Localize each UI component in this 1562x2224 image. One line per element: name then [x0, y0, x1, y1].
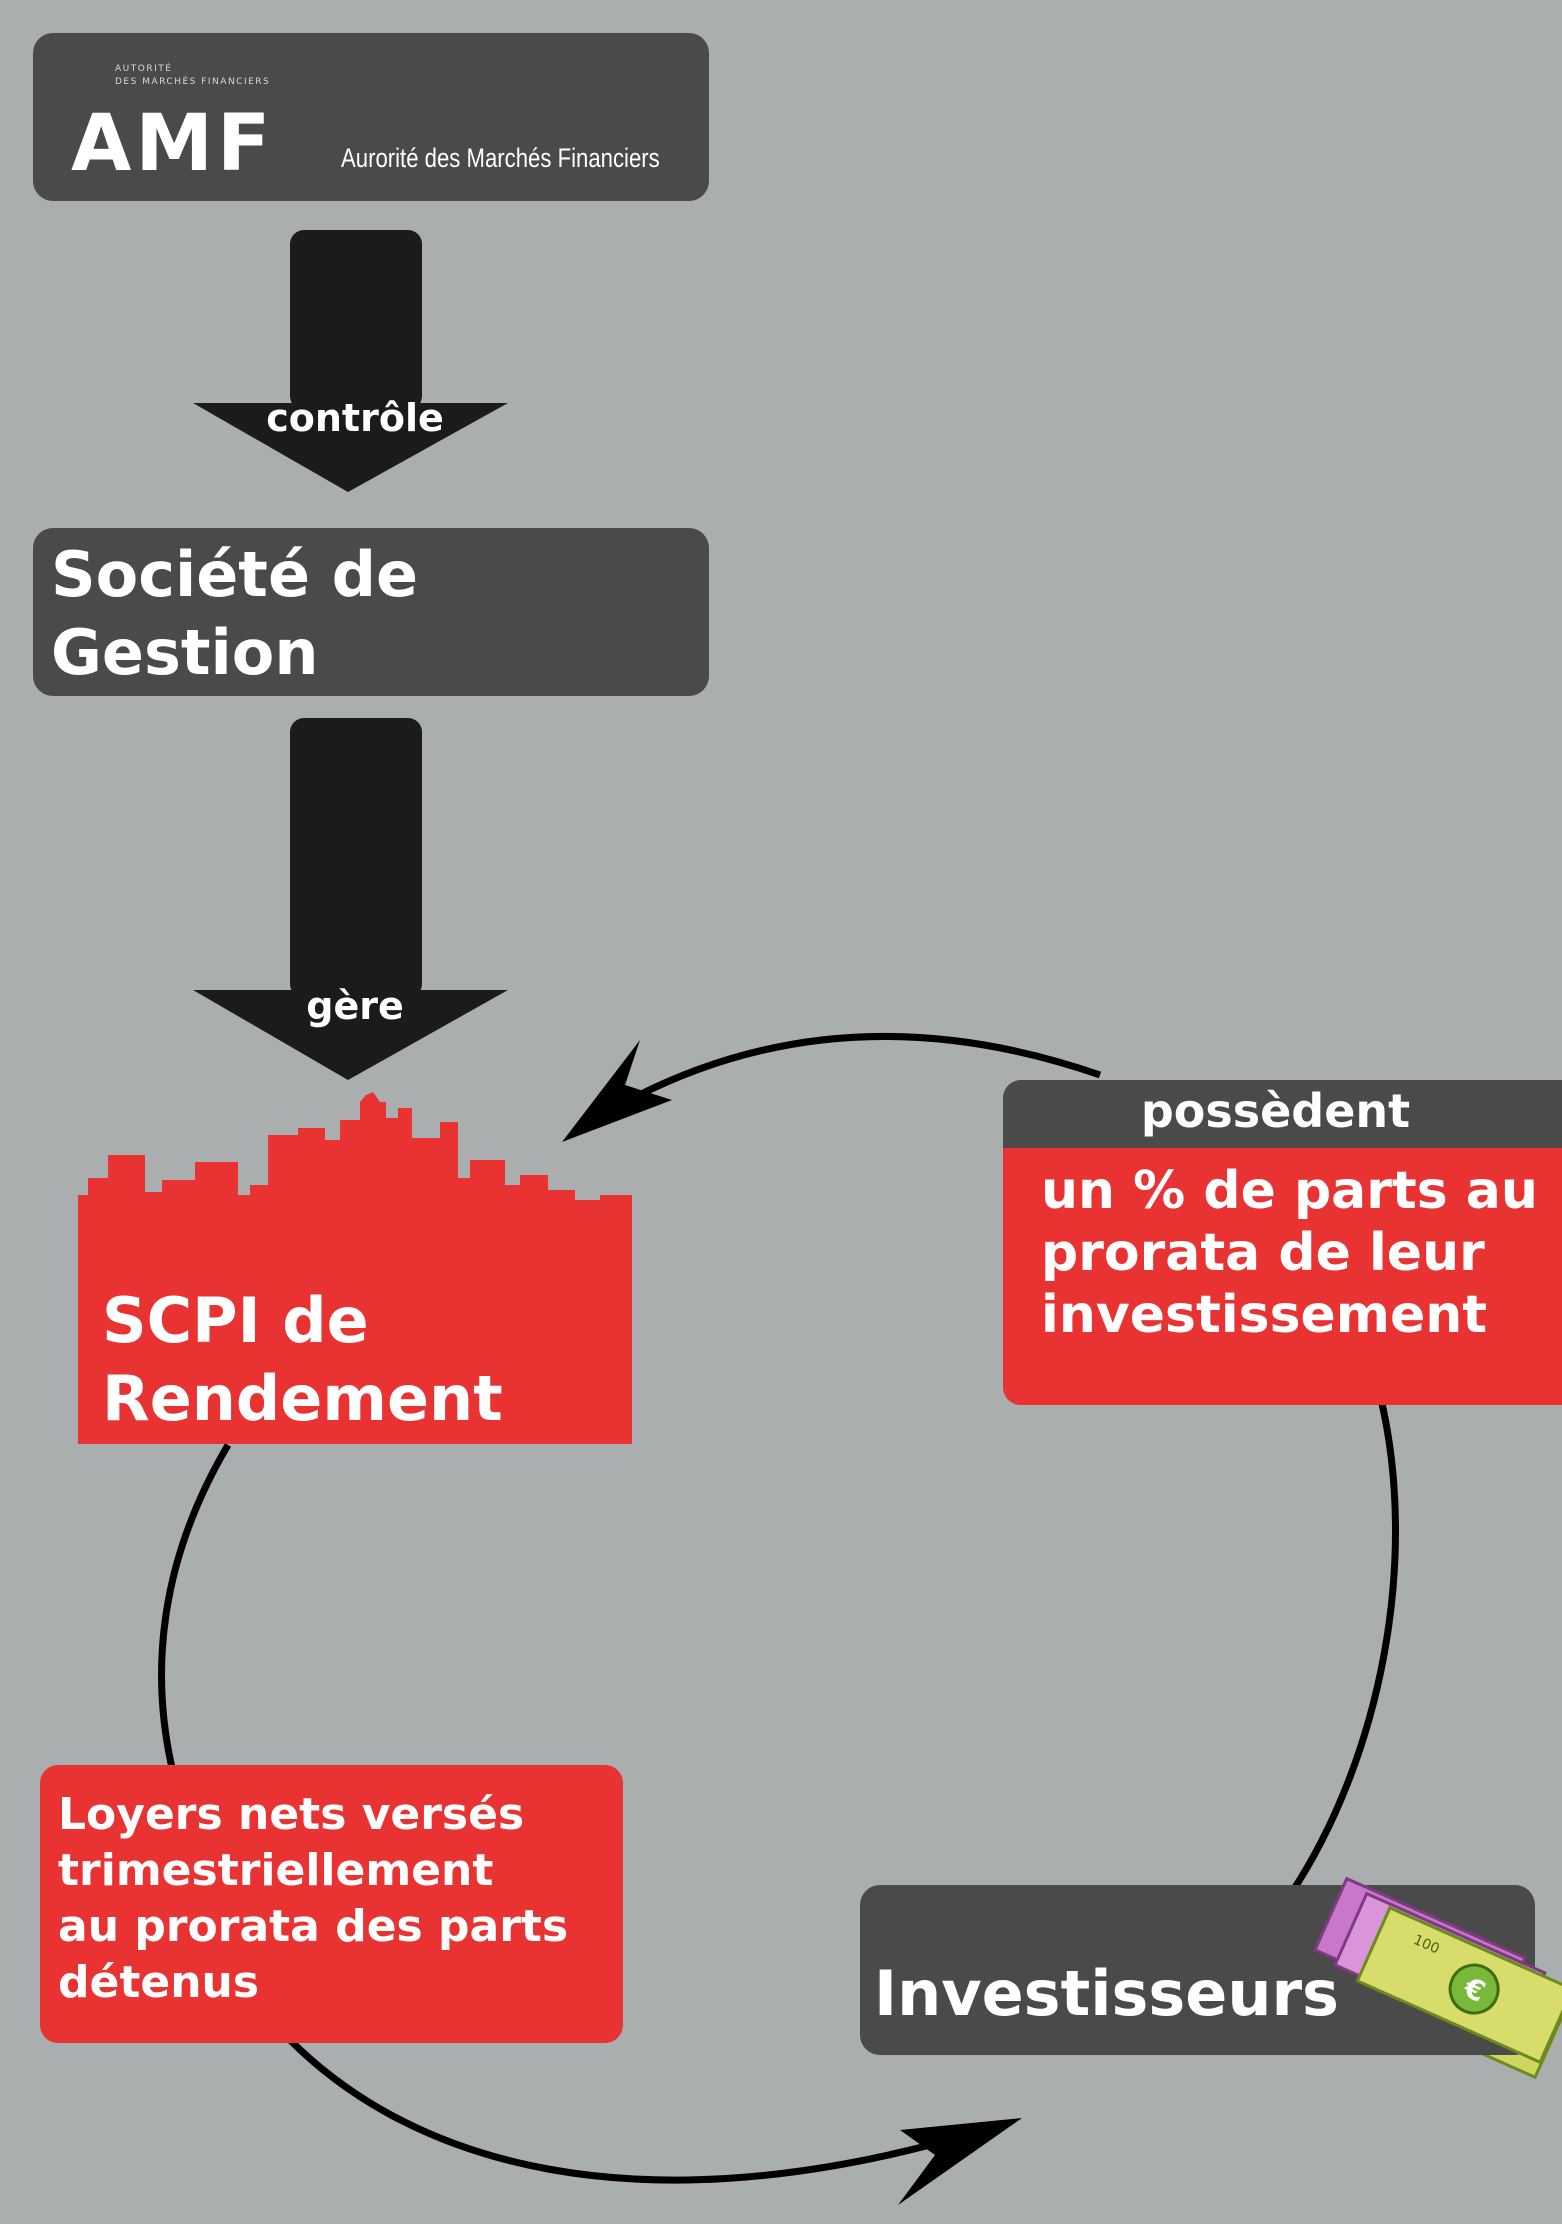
scpi-line-1: SCPI de	[102, 1284, 369, 1357]
gestion-line-1: Société de	[51, 538, 419, 611]
cycle-arc-top	[618, 1032, 1102, 1109]
possedent-box: possèdent un % de parts au prorata de le…	[1003, 1080, 1562, 1405]
amf-logo: AMF	[71, 99, 275, 189]
loyers-text: Loyers nets versés trimestriellement au …	[58, 1787, 568, 2011]
cycle-arc-bottom	[287, 2037, 931, 2184]
investisseurs-box: Investisseurs	[860, 1885, 1535, 2055]
arrow-label-gere: gère	[306, 984, 404, 1028]
scpi-line-2: Rendement	[102, 1362, 503, 1435]
amf-box: AUTORITÉ DES MARCHÉS FINANCIERS AMF Auro…	[33, 33, 709, 201]
amf-small-line-2: DES MARCHÉS FINANCIERS	[115, 77, 271, 87]
amf-logo-small-caption: AUTORITÉ DES MARCHÉS FINANCIERS	[115, 63, 270, 89]
possedent-line-3: investissement	[1041, 1285, 1488, 1345]
possedent-line-2: prorata de leur	[1041, 1223, 1485, 1283]
scpi-skyline	[78, 1092, 632, 1444]
scpi-title: SCPI de Rendement	[102, 1282, 503, 1438]
societe-de-gestion-box: Société de Gestion	[33, 528, 709, 696]
loyers-line-2: trimestriellement	[58, 1845, 494, 1896]
possedent-line-1: un % de parts au	[1041, 1161, 1538, 1221]
possedent-header: possèdent	[1140, 1084, 1411, 1138]
cycle-arc-right	[1287, 1394, 1399, 1897]
loyers-line-3: au prorata des parts	[58, 1901, 569, 1952]
societe-de-gestion-title: Société de Gestion	[51, 536, 418, 692]
cycle-arc-left	[158, 1443, 232, 1769]
loyers-box: Loyers nets versés trimestriellement au …	[40, 1765, 623, 2043]
gestion-line-2: Gestion	[51, 616, 319, 689]
arrow-gere	[193, 718, 508, 1080]
loyers-line-4: détenus	[58, 1957, 260, 2008]
amf-full-name: Aurorité des Marchés Financiers	[341, 143, 660, 173]
possedent-text: un % de parts au prorata de leur investi…	[1041, 1160, 1538, 1346]
cycle-arrowhead-top	[562, 1040, 672, 1142]
arrow-controle	[193, 230, 508, 492]
arrow-label-controle: contrôle	[266, 396, 444, 440]
loyers-line-1: Loyers nets versés	[58, 1789, 525, 1840]
investisseurs-title: Investisseurs	[874, 1957, 1339, 2030]
cycle-arrowhead-bottom	[898, 2118, 1022, 2205]
amf-small-line-1: AUTORITÉ	[115, 64, 173, 74]
possedent-red-panel: un % de parts au prorata de leur investi…	[1003, 1148, 1562, 1405]
